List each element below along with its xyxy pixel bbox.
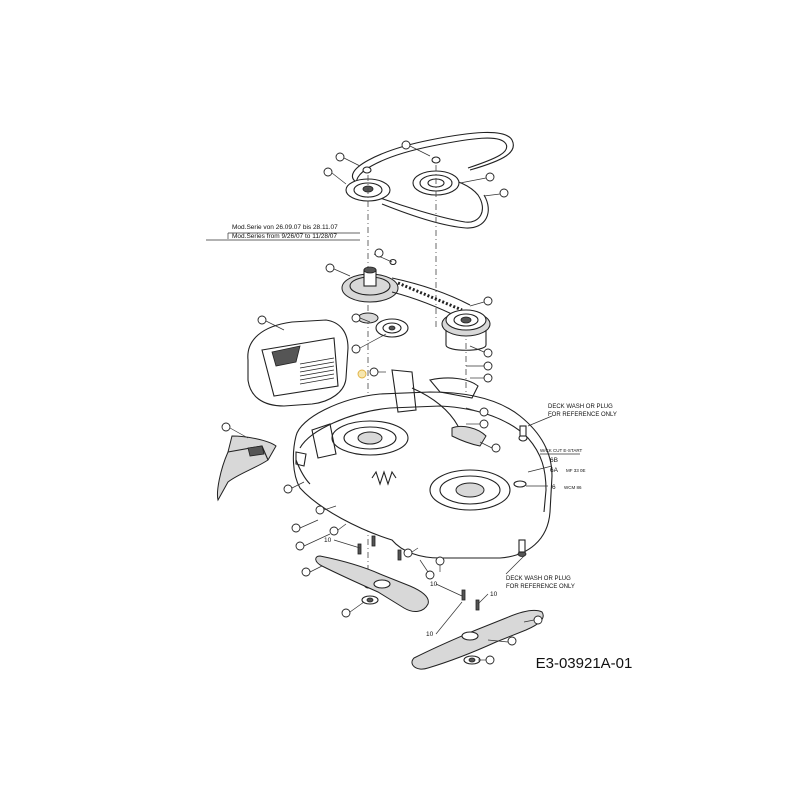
deck-wash-note-mid-line2: FOR REFERENCE ONLY <box>506 584 575 590</box>
discharge-deflector <box>217 435 277 502</box>
cut-label-6a-text: MF 33 0E <box>566 468 586 473</box>
deck-wash-note-top-line1: DECK WASH OR PLUG <box>548 404 613 410</box>
blade-right <box>411 609 544 670</box>
deck-wash-note-mid: DECK WASH OR PLUG FOR REFERENCE ONLY <box>505 555 575 590</box>
spindle-pulley-left <box>341 258 399 303</box>
cut-label-6: 6 <box>552 484 556 491</box>
label-10-a: 10 <box>324 537 332 544</box>
deck-bolts <box>357 535 480 611</box>
cut-label-6b: 6B <box>550 457 558 464</box>
engine-pulley <box>441 309 491 351</box>
cut-label-6a: 6A <box>550 467 559 474</box>
label-10-b: 10 <box>430 581 438 588</box>
highlighted-callout <box>357 369 367 379</box>
belt-cover <box>247 319 349 407</box>
mower-deck-housing <box>292 369 553 559</box>
label-10-d: 10 <box>426 631 434 638</box>
drawing-number: E3-03921A-01 <box>536 655 633 672</box>
cut-label-6b-title: W/CK CUT E-START <box>540 448 583 453</box>
idler-pulley-top-right <box>412 156 460 196</box>
idler-pulley-middle <box>357 312 409 338</box>
deck-wash-note-top-line2: FOR REFERENCE ONLY <box>548 412 617 418</box>
cut-label-6-text: WCM 86 <box>564 485 582 490</box>
model-series-de: Mod.Serie von 26.09.07 bis 28.11.07 <box>232 224 338 231</box>
deck-wash-note-top: DECK WASH OR PLUG FOR REFERENCE ONLY <box>527 404 617 427</box>
model-series-note: Mod.Serie von 26.09.07 bis 28.11.07 Mod.… <box>206 224 360 241</box>
deck-wash-note-mid-line1: DECK WASH OR PLUG <box>506 576 571 582</box>
blade-left <box>315 555 429 612</box>
label-10-c: 10 <box>490 591 498 598</box>
model-series-en: Mod.Series from 9/26/07 to 11/28/07 <box>232 233 337 240</box>
cut-label-group: W/CK CUT E-START 6B 6A MF 33 0E 6 WCM 86 <box>526 448 586 491</box>
bolt-number-labels: 10 10 10 10 <box>324 537 498 638</box>
